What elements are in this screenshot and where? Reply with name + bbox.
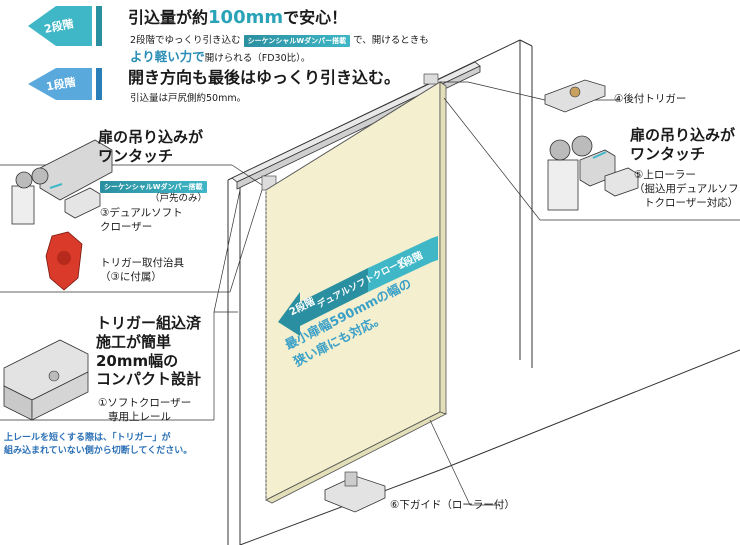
closer-label: ③デュアルソフト クローザー: [100, 206, 183, 234]
rear-trigger-illustration: [544, 79, 606, 113]
upper-roller-illustration: [547, 135, 639, 211]
rear-trigger-label: ④後付トリガー: [614, 93, 687, 105]
stage2-headline-pre: 引込量が約: [128, 8, 209, 27]
upper-roller-label-line2: （掘込用デュアルソフ: [634, 183, 739, 196]
left-bottom-title: トリガー組込済 施工が簡単 20mm幅の コンパクト設計: [96, 314, 201, 389]
lower-guide-illustration: [324, 471, 386, 513]
rail-cut-note-line1: 上レールを短くする際は、「トリガー」が: [4, 433, 171, 443]
left-top-title-line2: ワンタッチ: [98, 146, 174, 165]
left-top-note: （戸先のみ）: [150, 193, 208, 204]
rail-label-line2: 専用上レール: [108, 411, 171, 424]
left-bottom-title-line3: 20mm幅の: [96, 351, 179, 370]
stage2-headline: 引込量が約100mmで安心！: [128, 4, 347, 28]
stage2-badge-shape: [28, 6, 102, 46]
stage2-line1-pre: 2段階でゆっくり引き込む: [130, 35, 241, 46]
left-bottom-title-line2: 施工が簡単: [96, 332, 172, 351]
stage2-line2: より軽い力で開けられる（FD30比）。: [130, 46, 310, 65]
trigger-jig-illustration: [45, 231, 83, 291]
stage1-sub: 引込量は戸尻側約50mm。: [130, 93, 247, 104]
closer-illustration: [11, 139, 113, 225]
jig-label-line1: トリガー取付治具: [100, 257, 184, 269]
stage2-headline-post: で安心！: [283, 8, 348, 27]
lower-guide-label: ⑥下ガイド（ローラー付）: [390, 499, 515, 511]
jig-label: トリガー取付治具 （③に付属）: [100, 256, 184, 284]
left-bottom-title-line4: コンパクト設計: [96, 370, 202, 389]
rail-illustration: [3, 339, 89, 421]
right-title-line2: ワンタッチ: [630, 144, 706, 163]
door-stage-arrow: [278, 236, 438, 336]
jig-label-line2: （③に付属）: [100, 271, 162, 284]
left-top-badge: シーケンシャルWダンパー搭載: [100, 180, 207, 193]
stage2-line2-post: 開けられる（FD30比）。: [204, 53, 311, 64]
left-top-title-line1: 扉の吊り込みが: [98, 128, 204, 146]
stage1-badge-shape: [28, 68, 102, 100]
left-top-badge-wrap: シーケンシャルWダンパー搭載: [100, 176, 207, 195]
rail-cut-note-line2: 組み込まれていない側から切断してください。: [4, 445, 193, 456]
upper-roller-label: ⑤上ローラー （掘込用デュアルソフ トクローザー対応）: [634, 168, 739, 211]
upper-roller-label-line1: ⑤上ローラー: [634, 169, 696, 181]
stage2-headline-num: 100mm: [208, 7, 284, 28]
right-title-line1: 扉の吊り込みが: [630, 126, 736, 144]
stage2-line1-post: で、開けるときも: [353, 35, 429, 46]
left-bottom-title-line1: トリガー組込済: [96, 314, 202, 332]
left-top-title: 扉の吊り込みが ワンタッチ: [98, 128, 203, 166]
upper-roller-label-line3: トクローザー対応）: [644, 197, 739, 210]
closer-label-line1: ③デュアルソフト: [100, 207, 183, 219]
rail-label-line1: ①ソフトクローザー: [98, 397, 192, 409]
rail-cut-note: 上レールを短くする際は、「トリガー」が 組み込まれていない側から切断してください…: [4, 432, 192, 457]
closer-label-line2: クローザー: [100, 221, 153, 234]
right-title: 扉の吊り込みが ワンタッチ: [630, 126, 735, 164]
stage2-line1: 2段階でゆっくり引き込む シーケンシャルWダンパー搭載 で、開けるときも: [130, 32, 429, 47]
stage2-line1-badge: シーケンシャルWダンパー搭載: [243, 34, 351, 47]
stage2-line2-em: より軽い力で: [130, 49, 205, 64]
rail-label: ①ソフトクローザー 専用上レール: [98, 396, 191, 424]
stage1-headline: 開き方向も最後はゆっくり引き込む。: [128, 68, 401, 87]
